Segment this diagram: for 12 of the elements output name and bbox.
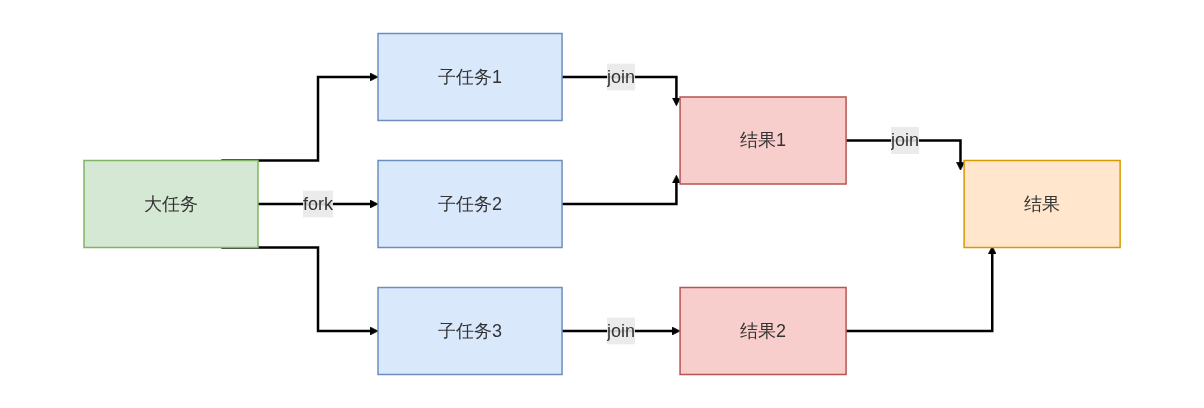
node-box: 子任务2: [377, 159, 563, 249]
node-box: 大任务: [83, 159, 259, 249]
edge-label: fork: [302, 193, 333, 214]
node-box: 子任务3: [377, 286, 563, 376]
node-box: 结果: [963, 159, 1121, 249]
edge-label: join: [606, 320, 635, 341]
node-box: 结果1: [679, 96, 847, 185]
edge-label: join: [891, 130, 920, 150]
node-box: 结果2: [679, 286, 847, 376]
arrow: [561, 174, 681, 206]
node-box: 子任务1: [377, 32, 563, 122]
edge-label: join: [606, 66, 635, 87]
